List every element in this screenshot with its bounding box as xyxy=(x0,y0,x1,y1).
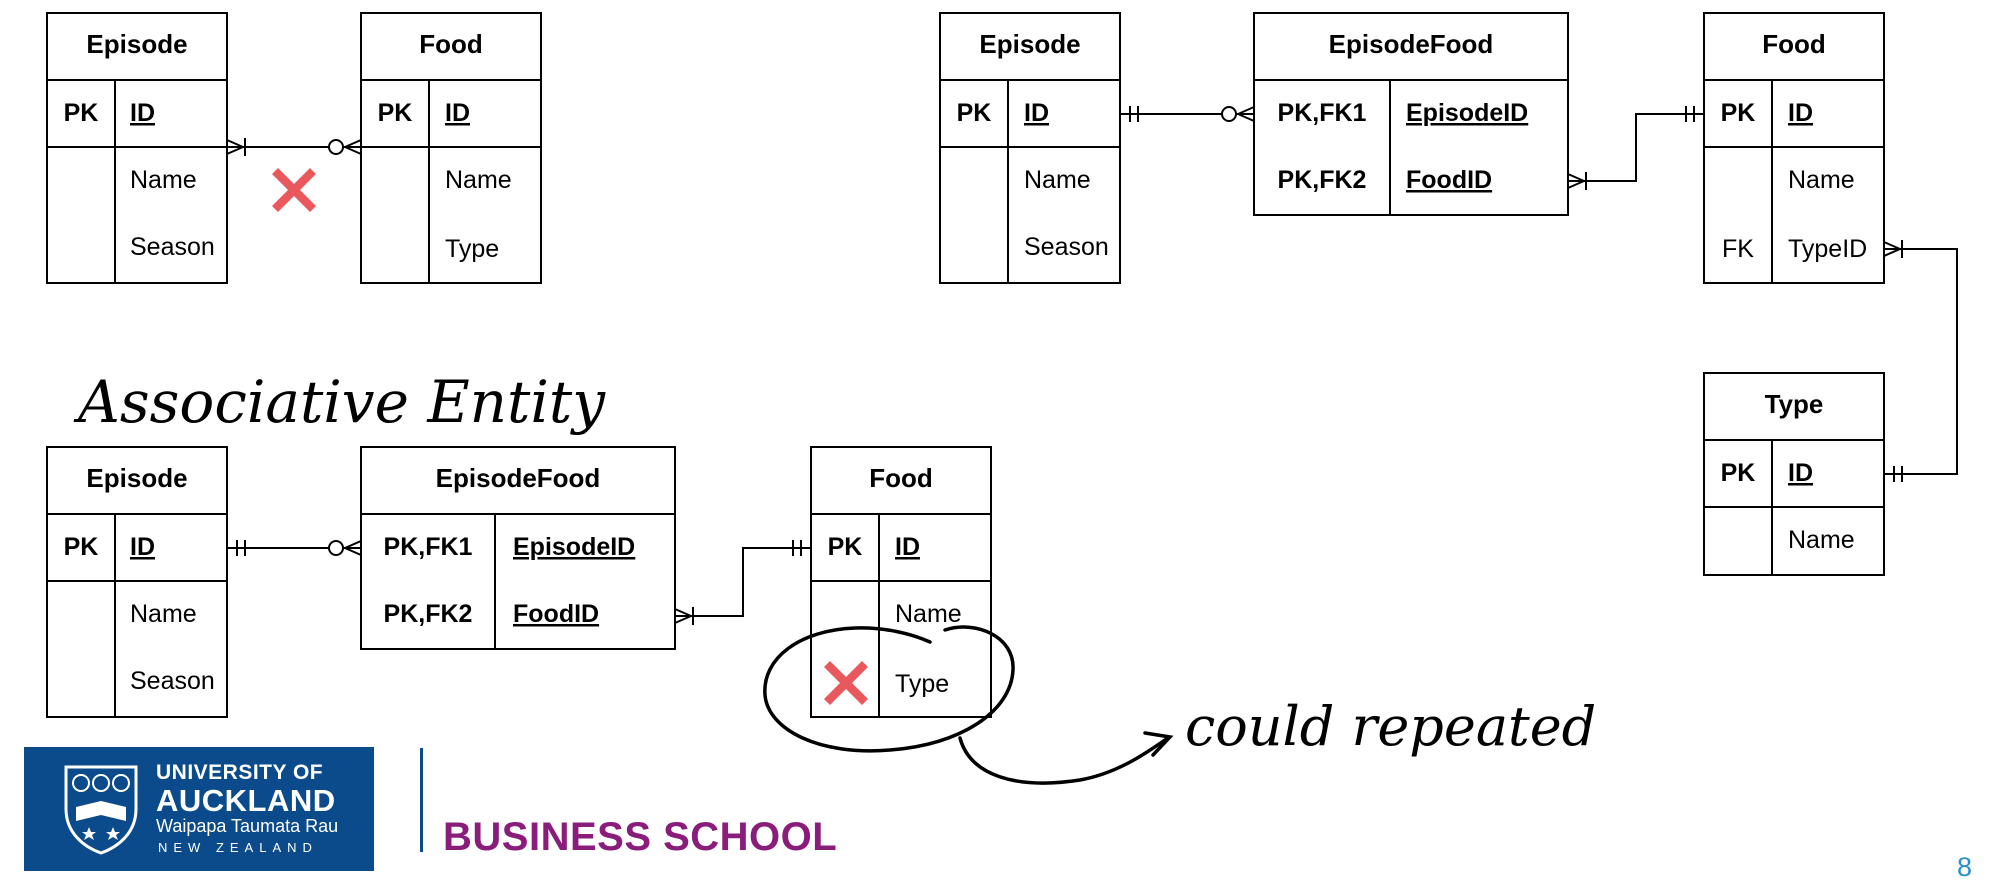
handwritten-circle xyxy=(763,625,1174,785)
fk-label: FK xyxy=(1722,235,1754,263)
attribute: Type xyxy=(445,235,499,263)
attribute: Season xyxy=(130,233,215,261)
pk-label: PK xyxy=(957,99,992,127)
attribute: Name xyxy=(1024,166,1091,194)
associative-entity-annotation: Associative Entity xyxy=(73,368,606,436)
assoc-episode-episodefood-line xyxy=(227,540,362,556)
pk-attribute: ID xyxy=(1024,99,1049,127)
logo-divider xyxy=(420,748,423,852)
pk-attribute: FoodID xyxy=(1406,166,1492,194)
norm-food-entity[interactable]: Food PK ID Name FK TypeID xyxy=(1703,12,1885,284)
attribute: Season xyxy=(1024,233,1109,261)
pk-attribute: ID xyxy=(1788,459,1813,487)
attribute: Name xyxy=(130,600,197,628)
pk-label: PK xyxy=(378,99,413,127)
pk-attribute: EpisodeID xyxy=(1406,99,1528,127)
business-school-label: BUSINESS SCHOOL xyxy=(443,815,838,859)
university-logo[interactable]: UNIVERSITY OF AUCKLAND Waipapa Taumata R… xyxy=(24,747,374,871)
norm-episodefood-entity[interactable]: EpisodeFood PK,FK1 EpisodeID PK,FK2 Food… xyxy=(1253,12,1569,216)
assoc-episodefood-food-line xyxy=(674,540,811,625)
pk-attribute: ID xyxy=(130,533,155,561)
attribute: Name xyxy=(1788,166,1855,194)
entity-title: Type xyxy=(1765,389,1824,419)
key-label: PK,FK1 xyxy=(1278,99,1367,127)
pk-attribute: EpisodeID xyxy=(513,533,635,561)
key-label: PK,FK2 xyxy=(384,600,473,628)
pk-label: PK xyxy=(1721,99,1756,127)
entity-title: Episode xyxy=(86,29,187,59)
could-repeated-annotation: could repeated xyxy=(1185,695,1596,758)
pk-label: PK xyxy=(1721,459,1756,487)
university-name-line1: UNIVERSITY OF xyxy=(156,761,324,784)
pk-label: PK xyxy=(828,533,863,561)
attribute: Name xyxy=(895,600,962,628)
attribute: Type xyxy=(895,670,949,698)
key-label: PK,FK1 xyxy=(384,533,473,561)
entity-title: Food xyxy=(869,463,933,493)
university-maori-name: Waipapa Taumata Rau xyxy=(156,816,339,836)
wrong-relationship-line xyxy=(226,138,362,156)
fk-attribute: TypeID xyxy=(1788,235,1867,263)
norm-type-entity[interactable]: Type PK ID Name xyxy=(1703,372,1885,576)
entity-title: EpisodeFood xyxy=(436,463,601,493)
entity-title: Episode xyxy=(979,29,1080,59)
norm-episode-episodefood-line xyxy=(1120,106,1255,122)
assoc-episode-entity[interactable]: Episode PK ID Name Season xyxy=(46,446,228,718)
page-number: 8 xyxy=(1957,852,1973,882)
assoc-episodefood-entity[interactable]: EpisodeFood PK,FK1 EpisodeID PK,FK2 Food… xyxy=(360,446,676,650)
university-name-line2: AUCKLAND xyxy=(156,783,336,818)
pk-label: PK xyxy=(64,533,99,561)
wrong-episode-entity[interactable]: Episode PK ID Name Season xyxy=(46,12,228,284)
entity-title: Food xyxy=(1762,29,1826,59)
entity-title: Food xyxy=(419,29,483,59)
entity-title: EpisodeFood xyxy=(1329,29,1494,59)
university-crest-icon xyxy=(64,765,138,855)
pk-attribute: ID xyxy=(1788,99,1813,127)
pk-attribute: FoodID xyxy=(513,600,599,628)
attribute: Name xyxy=(130,166,197,194)
attribute: Season xyxy=(130,667,215,695)
norm-episode-entity[interactable]: Episode PK ID Name Season xyxy=(939,12,1121,284)
wrong-food-entity[interactable]: Food PK ID Name Type xyxy=(360,12,542,284)
pk-label: PK xyxy=(64,99,99,127)
university-country: NEW ZEALAND xyxy=(158,840,318,855)
norm-food-type-line xyxy=(1883,240,1958,482)
attribute: Name xyxy=(445,166,512,194)
key-label: PK,FK2 xyxy=(1278,166,1367,194)
entity-title: Episode xyxy=(86,463,187,493)
red-cross-icon xyxy=(272,168,316,212)
attribute: Name xyxy=(1788,526,1855,554)
pk-attribute: ID xyxy=(445,99,470,127)
pk-attribute: ID xyxy=(130,99,155,127)
norm-episodefood-food-line xyxy=(1567,106,1704,190)
pk-attribute: ID xyxy=(895,533,920,561)
